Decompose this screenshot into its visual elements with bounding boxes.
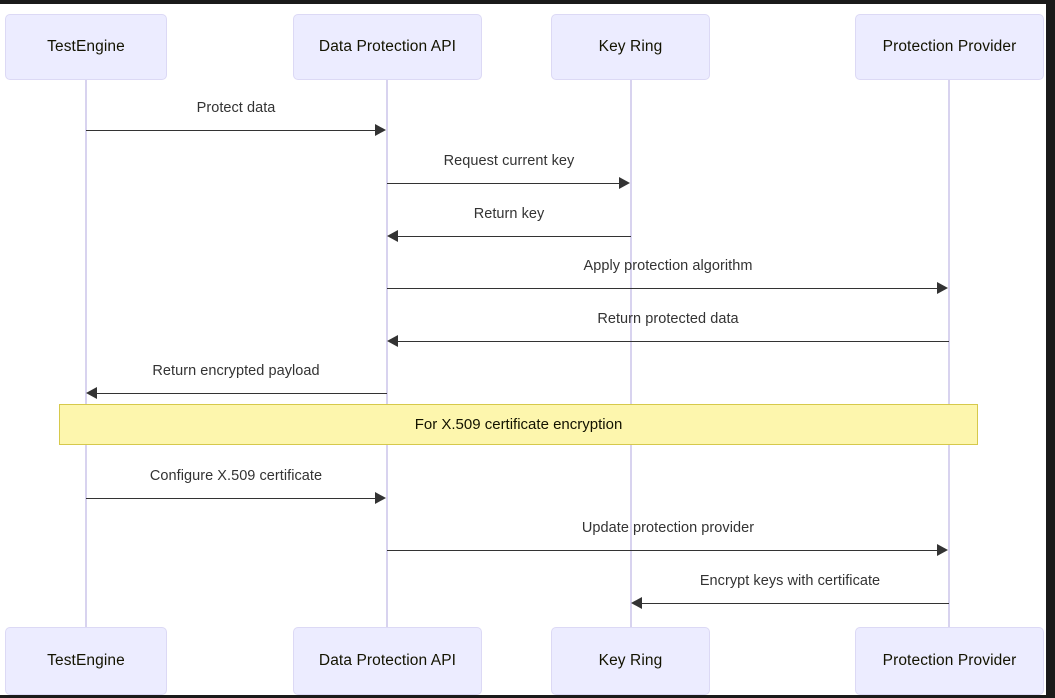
actor-box-bottom-protection-provider[interactable]: Protection Provider xyxy=(855,627,1044,695)
actor-box-top-key-ring[interactable]: Key Ring xyxy=(551,14,710,80)
message-label-3: Apply protection algorithm xyxy=(583,258,753,274)
actor-box-top-testengine[interactable]: TestEngine xyxy=(5,14,167,80)
lifeline-key-ring xyxy=(630,80,632,627)
note-text-x509: For X.509 certificate encryption xyxy=(414,416,623,433)
message-label-4: Return protected data xyxy=(597,311,739,327)
actor-label-key-ring: Key Ring xyxy=(598,38,663,55)
message-label-5: Return encrypted payload xyxy=(152,363,320,379)
message-line-3 xyxy=(387,288,940,289)
lifeline-data-protection-api xyxy=(386,80,388,627)
arrow-head-left-5 xyxy=(86,387,97,399)
arrow-head-right-0 xyxy=(375,124,386,136)
message-line-6 xyxy=(86,498,378,499)
message-label-6: Configure X.509 certificate xyxy=(149,468,323,484)
message-line-5 xyxy=(97,393,387,394)
message-line-7 xyxy=(387,550,940,551)
actor-label-protection-provider: Protection Provider xyxy=(882,38,1017,55)
actor-label-bottom-testengine: TestEngine xyxy=(47,652,125,669)
lifeline-protection-provider xyxy=(948,80,950,627)
arrow-head-left-4 xyxy=(387,335,398,347)
arrow-head-left-8 xyxy=(631,597,642,609)
message-line-2 xyxy=(398,236,631,237)
message-line-0 xyxy=(86,130,378,131)
sequence-diagram: TestEngine Data Protection API Key Ring … xyxy=(0,4,1046,695)
message-label-0: Protect data xyxy=(196,100,276,116)
arrow-head-right-7 xyxy=(937,544,948,556)
arrow-head-right-1 xyxy=(619,177,630,189)
actor-box-bottom-testengine[interactable]: TestEngine xyxy=(5,627,167,695)
message-label-2: Return key xyxy=(473,206,545,222)
message-label-7: Update protection provider xyxy=(581,520,755,536)
arrow-head-left-2 xyxy=(387,230,398,242)
message-line-4 xyxy=(398,341,949,342)
message-line-1 xyxy=(387,183,622,184)
message-line-8 xyxy=(642,603,949,604)
actor-label-bottom-protection-provider: Protection Provider xyxy=(882,652,1017,669)
actor-box-top-protection-provider[interactable]: Protection Provider xyxy=(855,14,1044,80)
lifeline-testengine xyxy=(85,80,87,627)
actor-box-bottom-data-protection-api[interactable]: Data Protection API xyxy=(293,627,482,695)
arrow-head-right-6 xyxy=(375,492,386,504)
message-label-8: Encrypt keys with certificate xyxy=(699,573,881,589)
actor-label-bottom-data-protection-api: Data Protection API xyxy=(318,652,457,669)
note-x509: For X.509 certificate encryption xyxy=(59,404,978,445)
actor-box-top-data-protection-api[interactable]: Data Protection API xyxy=(293,14,482,80)
actor-label-data-protection-api: Data Protection API xyxy=(318,38,457,55)
message-label-1: Request current key xyxy=(443,153,575,169)
actor-box-bottom-key-ring[interactable]: Key Ring xyxy=(551,627,710,695)
arrow-head-right-3 xyxy=(937,282,948,294)
actor-label-testengine: TestEngine xyxy=(47,38,125,55)
actor-label-bottom-key-ring: Key Ring xyxy=(598,652,663,669)
